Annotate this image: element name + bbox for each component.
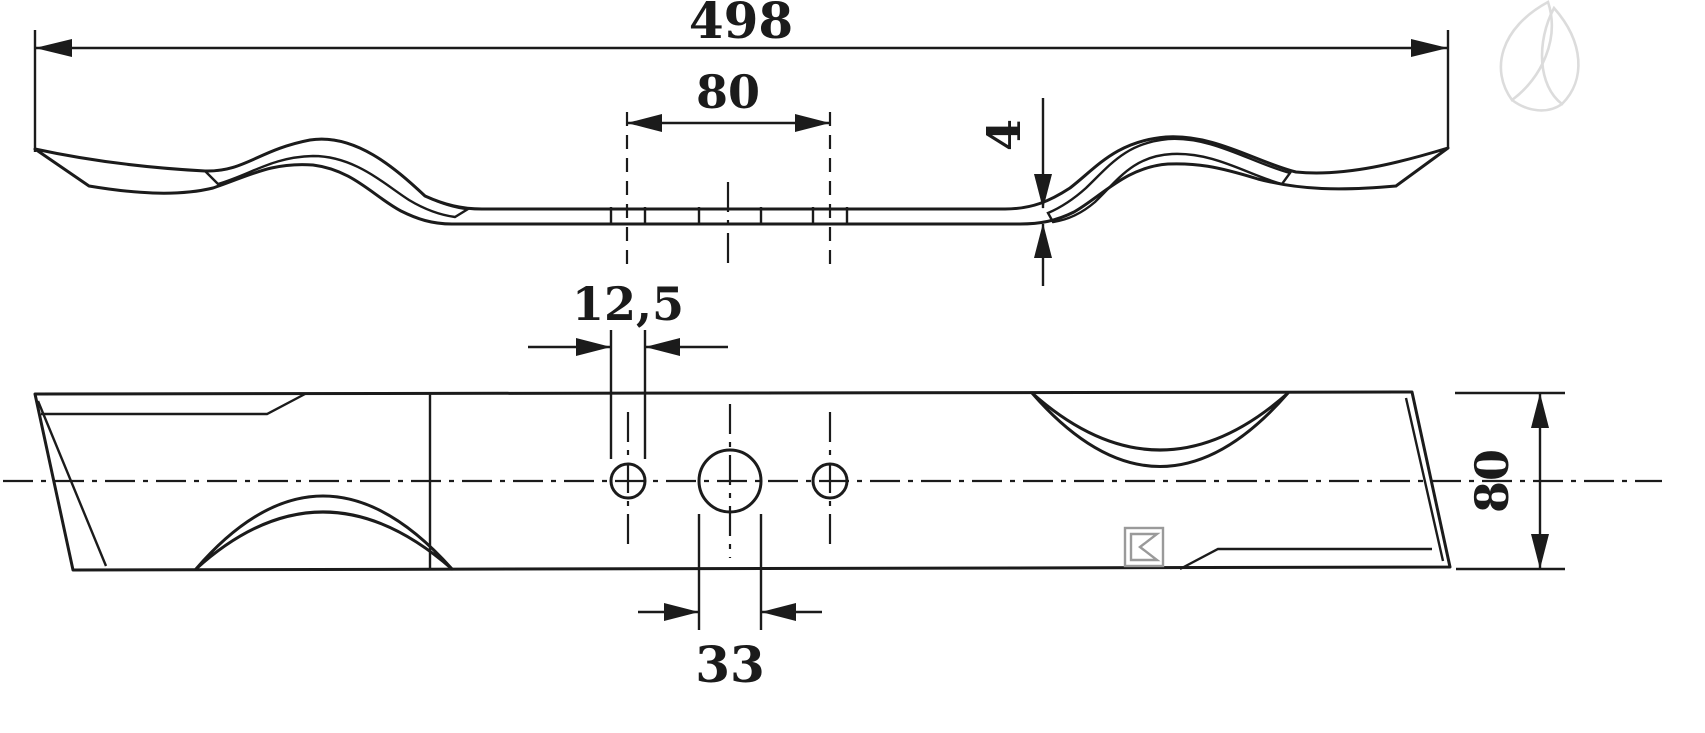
plan-right-facet-line [1404, 397, 1445, 562]
side-view [33, 135, 1450, 226]
dim-label-center-hole-diameter: 33 [695, 635, 765, 694]
plan-lower-left-grind-bevel [194, 494, 454, 571]
dim-outer-hole-diameter: 12,5 [528, 277, 728, 459]
side-view-blade-outline [33, 135, 1450, 226]
plan-view-blade-outline [33, 390, 1452, 572]
manufacturer-mark-icon [1123, 526, 1165, 568]
dim-blade-width: 80 [1455, 391, 1565, 571]
plan-left-facet-line [36, 400, 108, 567]
outer-hole-right [811, 462, 849, 500]
dim-thickness: 4 [977, 98, 1052, 286]
plan-view [3, 390, 1662, 572]
dim-center-hole-diameter: 33 [638, 514, 822, 694]
dim-label-thickness: 4 [977, 119, 1031, 151]
dim-label-outer-hole-diameter: 12,5 [572, 277, 684, 331]
outer-hole-left [609, 462, 647, 500]
side-view-hidden-hole-edges [609, 207, 849, 225]
plan-upper-right-grind-bevel [1030, 391, 1290, 468]
dim-label-hole-spacing: 80 [696, 65, 760, 119]
center-hole [697, 448, 763, 514]
dim-hole-spacing: 80 [625, 65, 832, 270]
plan-left-edge-heel-line [41, 392, 306, 416]
dim-overall-length: 498 [33, 0, 1450, 152]
side-view-right-bevel [1046, 137, 1293, 224]
dim-label-overall-length: 498 [689, 0, 793, 50]
leaf-watermark-icon [1499, 0, 1580, 112]
plan-right-edge-heel-line [1179, 547, 1432, 571]
side-view-left-bevel [202, 137, 472, 219]
dim-label-blade-width: 80 [1465, 449, 1519, 513]
